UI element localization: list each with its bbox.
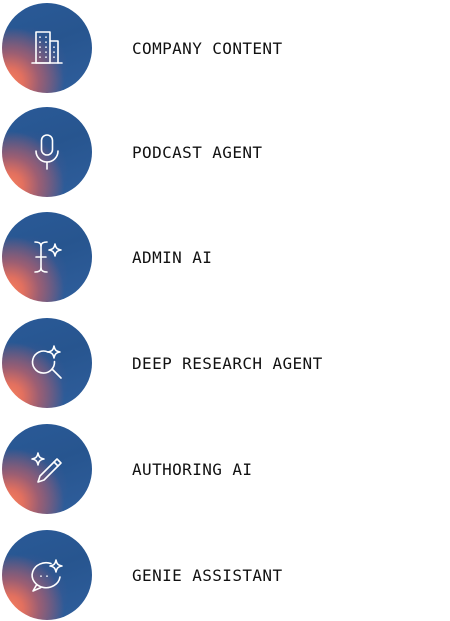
chat-sparkle-icon — [31, 559, 63, 592]
icon-badge — [2, 107, 92, 197]
feature-item-podcast-agent[interactable]: PODCAST AGENT — [2, 106, 442, 198]
microphone-icon — [35, 134, 59, 170]
icon-badge — [2, 318, 92, 408]
feature-label: COMPANY CONTENT — [132, 38, 283, 58]
feature-label: GENIE ASSISTANT — [132, 565, 283, 585]
feature-label: DEEP RESEARCH AGENT — [132, 353, 323, 373]
text-cursor-sparkle-icon — [34, 241, 62, 273]
icon-badge — [2, 424, 92, 514]
icon-badge — [2, 3, 92, 93]
pencil-sparkle-icon — [31, 452, 62, 483]
feature-item-admin-ai[interactable]: ADMIN AI — [2, 211, 442, 303]
icon-badge — [2, 530, 92, 620]
feature-item-company-content[interactable]: COMPANY CONTENT — [2, 2, 442, 94]
feature-item-genie-assistant[interactable]: GENIE ASSISTANT — [2, 529, 442, 621]
feature-item-deep-research-agent[interactable]: DEEP RESEARCH AGENT — [2, 317, 442, 409]
feature-label: ADMIN AI — [132, 247, 213, 267]
feature-label: AUTHORING AI — [132, 459, 253, 479]
feature-item-authoring-ai[interactable]: AUTHORING AI — [2, 423, 442, 515]
icon-badge — [2, 212, 92, 302]
building-icon — [31, 31, 63, 64]
feature-label: PODCAST AGENT — [132, 142, 263, 162]
search-sparkle-icon — [31, 345, 62, 379]
